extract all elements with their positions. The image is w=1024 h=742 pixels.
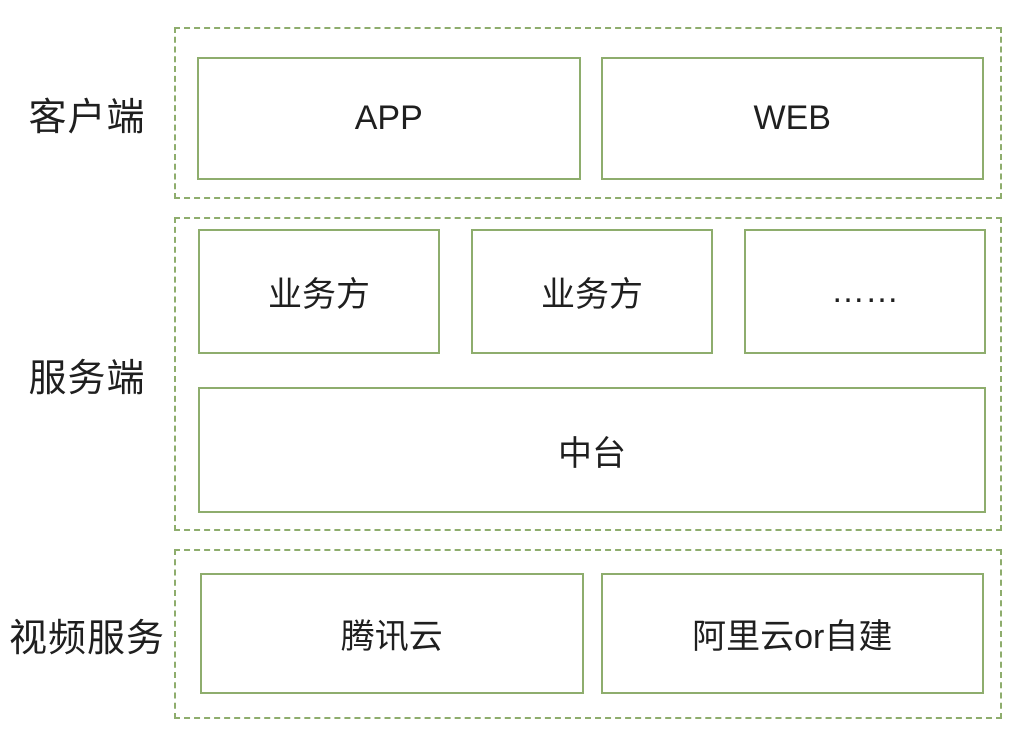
- node-tencent-cloud-label: 腾讯云: [340, 618, 443, 656]
- node-tencent-cloud: 腾讯云: [200, 573, 584, 694]
- node-web: WEB: [600, 57, 984, 180]
- tier-client: 客户端 APP WEB: [0, 27, 1002, 199]
- tier-server-label: 服务端: [28, 357, 146, 400]
- tier-video-label: 视频服务: [8, 617, 165, 660]
- server-business-row: 业务方 业务方 ……: [198, 229, 986, 354]
- node-app: APP: [197, 57, 581, 180]
- tier-video-container: 腾讯云 阿里云or自建: [174, 549, 1002, 719]
- node-business-b-label: 业务方: [541, 276, 643, 314]
- tier-video: 视频服务 腾讯云 阿里云or自建: [0, 549, 1002, 719]
- node-ali-or-self-built-label: 阿里云or自建: [692, 618, 893, 656]
- node-business-b: 业务方: [471, 229, 713, 354]
- tier-server: 服务端 业务方 业务方 …… 中台: [0, 217, 1002, 531]
- node-middle-platform: 中台: [198, 387, 986, 513]
- node-app-label: APP: [354, 99, 423, 137]
- tier-client-container: APP WEB: [174, 27, 1002, 199]
- node-ali-or-self-built: 阿里云or自建: [600, 573, 984, 694]
- tier-server-container: 业务方 业务方 …… 中台: [174, 217, 1002, 531]
- tier-client-label: 客户端: [28, 96, 146, 139]
- node-business-a-label: 业务方: [268, 276, 370, 314]
- node-middle-platform-label: 中台: [558, 434, 626, 473]
- node-web-label: WEB: [753, 99, 831, 137]
- node-business-more-label: ……: [831, 272, 899, 310]
- node-business-a: 业务方: [198, 229, 440, 354]
- node-business-more: ……: [744, 229, 986, 354]
